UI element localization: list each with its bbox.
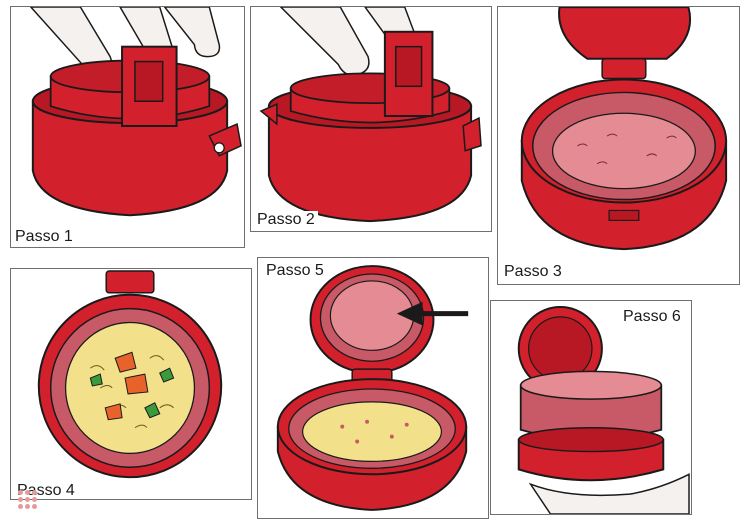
step-5-label: Passo 5 <box>263 262 327 280</box>
step-1-label: Passo 1 <box>15 228 73 245</box>
filling <box>302 401 442 462</box>
step-2-panel: Passo 2 <box>250 6 492 232</box>
press-lid <box>558 7 692 60</box>
step-6-label: Passo 6 <box>623 308 681 325</box>
step-3-label: Passo 3 <box>501 263 565 281</box>
step-3-panel: Passo 3 <box>497 6 740 285</box>
step-6-panel: Passo 6 <box>490 300 692 515</box>
hand <box>528 473 690 514</box>
press-base <box>267 105 473 223</box>
step-4-illustration <box>37 270 223 479</box>
step-6-illustration <box>517 306 690 514</box>
step-2-label: Passo 2 <box>254 211 318 229</box>
step-5-illustration <box>276 265 469 511</box>
watermark-logo <box>18 490 44 516</box>
step-2-illustration <box>259 7 482 223</box>
step-4-label: Passo 4 <box>14 482 78 499</box>
press-base <box>31 100 229 217</box>
hand-fingers <box>279 7 370 77</box>
step-3-illustration <box>520 7 728 251</box>
step-4-panel: Passo 4 <box>10 268 252 500</box>
step-5-panel: Passo 5 <box>257 257 489 519</box>
step-1-illustration <box>29 7 242 217</box>
step-1-panel: Passo 1 <box>10 6 245 248</box>
